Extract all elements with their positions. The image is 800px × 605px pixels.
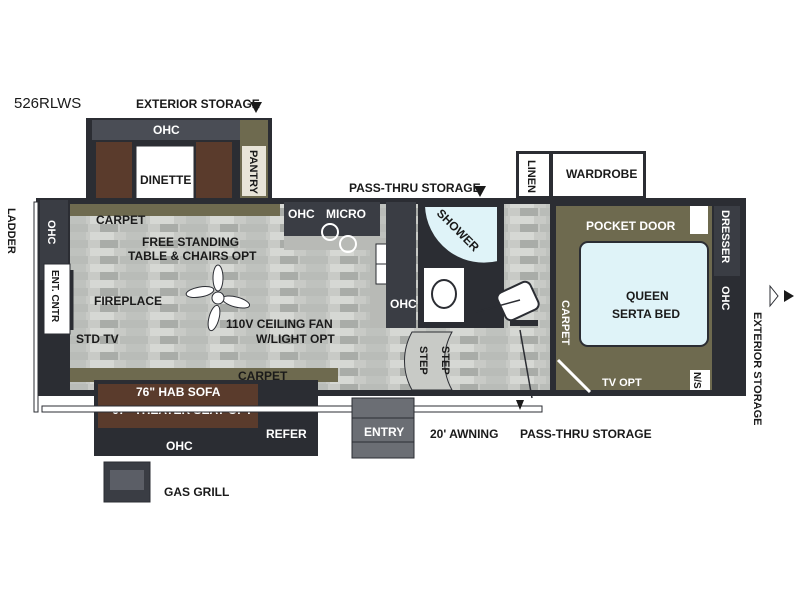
sofa-label-1: 76" HAB SOFA bbox=[136, 385, 221, 399]
kitchen-ohc-label: OHC bbox=[288, 207, 315, 221]
awning-rail bbox=[41, 405, 543, 413]
dresser-cabinet bbox=[714, 206, 740, 276]
carpet-living-label: CARPET bbox=[238, 369, 288, 383]
free-standing-label-2: TABLE & CHAIRS OPT bbox=[128, 249, 257, 263]
sofa-ohc-label: OHC bbox=[166, 439, 193, 453]
arrow-left-icon bbox=[784, 290, 794, 302]
dinette-label: DINETTE bbox=[140, 173, 191, 187]
gas-grill-label: GAS GRILL bbox=[164, 485, 229, 499]
refer-label: REFER bbox=[266, 427, 307, 441]
pocket-door-label: POCKET DOOR bbox=[586, 219, 676, 233]
ceiling-fan-icon bbox=[185, 264, 251, 332]
dinette-bench-right bbox=[196, 142, 232, 204]
sink-ohc-cabinet bbox=[386, 202, 416, 328]
kitchen-ohc-cabinet bbox=[284, 202, 380, 236]
ceiling-fan-label-2: W/LIGHT OPT bbox=[256, 332, 335, 346]
pantry-label: PANTRY bbox=[247, 150, 259, 195]
ladder-bar bbox=[33, 201, 39, 413]
fireplace-label: FIREPLACE bbox=[94, 294, 162, 308]
queen-bed bbox=[579, 241, 709, 347]
arrow-down-icon bbox=[474, 186, 486, 197]
stove-icon bbox=[321, 223, 357, 253]
carpet-dinette-label: CARPET bbox=[96, 213, 146, 227]
shower-stall bbox=[422, 205, 499, 265]
dinette-bench-left bbox=[96, 142, 132, 204]
gas-grill-top bbox=[110, 470, 144, 490]
dinette-table bbox=[135, 145, 195, 205]
entry-label: ENTRY bbox=[364, 425, 404, 439]
ent-cntr-label: ENT. CNTR bbox=[49, 270, 60, 323]
dinette-ohc-label: OHC bbox=[153, 123, 180, 137]
door-swing-line bbox=[475, 299, 533, 399]
arrow-up-icon bbox=[516, 400, 524, 410]
toilet-icon bbox=[431, 279, 457, 309]
pass-thru-storage-top-label: PASS-THRU STORAGE bbox=[349, 181, 481, 195]
left-ohc-label: OHC bbox=[45, 220, 57, 245]
nightstand bbox=[690, 370, 710, 390]
exterior-storage-top-label: EXTERIOR STORAGE bbox=[136, 97, 260, 111]
step-label-1: STEP bbox=[417, 346, 429, 375]
carpet-bed-label: CARPET bbox=[559, 300, 571, 346]
dresser-label: DRESSER bbox=[719, 210, 731, 263]
pass-thru-storage-bottom-label: PASS-THRU STORAGE bbox=[520, 427, 652, 441]
pocket-door-gap bbox=[690, 206, 708, 234]
wardrobe-label: WARDROBE bbox=[566, 167, 637, 181]
exterior-storage-right-label: EXTERIOR STORAGE bbox=[751, 312, 763, 425]
step-label-2: STEP bbox=[439, 346, 451, 375]
tv-icon bbox=[556, 358, 592, 394]
linen-closet bbox=[519, 154, 549, 196]
wardrobe-closet bbox=[553, 154, 643, 196]
linen-label: LINEN bbox=[525, 160, 537, 193]
hitch-icon bbox=[769, 284, 779, 308]
kitchen-counter bbox=[284, 236, 380, 250]
std-tv-label: STD TV bbox=[76, 332, 119, 346]
tv-opt-label: TV OPT bbox=[602, 377, 642, 389]
dinette-ohc-cabinet bbox=[92, 120, 240, 140]
pantry-shelf bbox=[242, 146, 266, 196]
model-number: 526RLWS bbox=[14, 95, 81, 112]
entertainment-center bbox=[43, 263, 71, 335]
ceiling-fan-label-1: 110V CEILING FAN bbox=[226, 317, 333, 331]
carpet-dinette-area bbox=[70, 204, 280, 216]
micro-label: MICRO bbox=[326, 207, 366, 221]
entry-steps bbox=[404, 331, 453, 391]
bed-ohc-label: OHC bbox=[719, 286, 731, 311]
carpet-living-area bbox=[70, 368, 338, 382]
arrow-down-icon bbox=[250, 102, 262, 113]
awning-label: 20' AWNING bbox=[430, 427, 498, 441]
refrigerator bbox=[260, 410, 308, 452]
sink-ohc-label: OHC bbox=[390, 297, 417, 311]
free-standing-label-1: FREE STANDING bbox=[142, 235, 239, 249]
queen-label-1: QUEEN bbox=[626, 289, 669, 303]
ladder-label: LADDER bbox=[5, 208, 17, 254]
entry-step-box bbox=[351, 397, 415, 459]
queen-label-2: SERTA BED bbox=[612, 307, 680, 321]
ns-label: N/S bbox=[691, 372, 702, 389]
